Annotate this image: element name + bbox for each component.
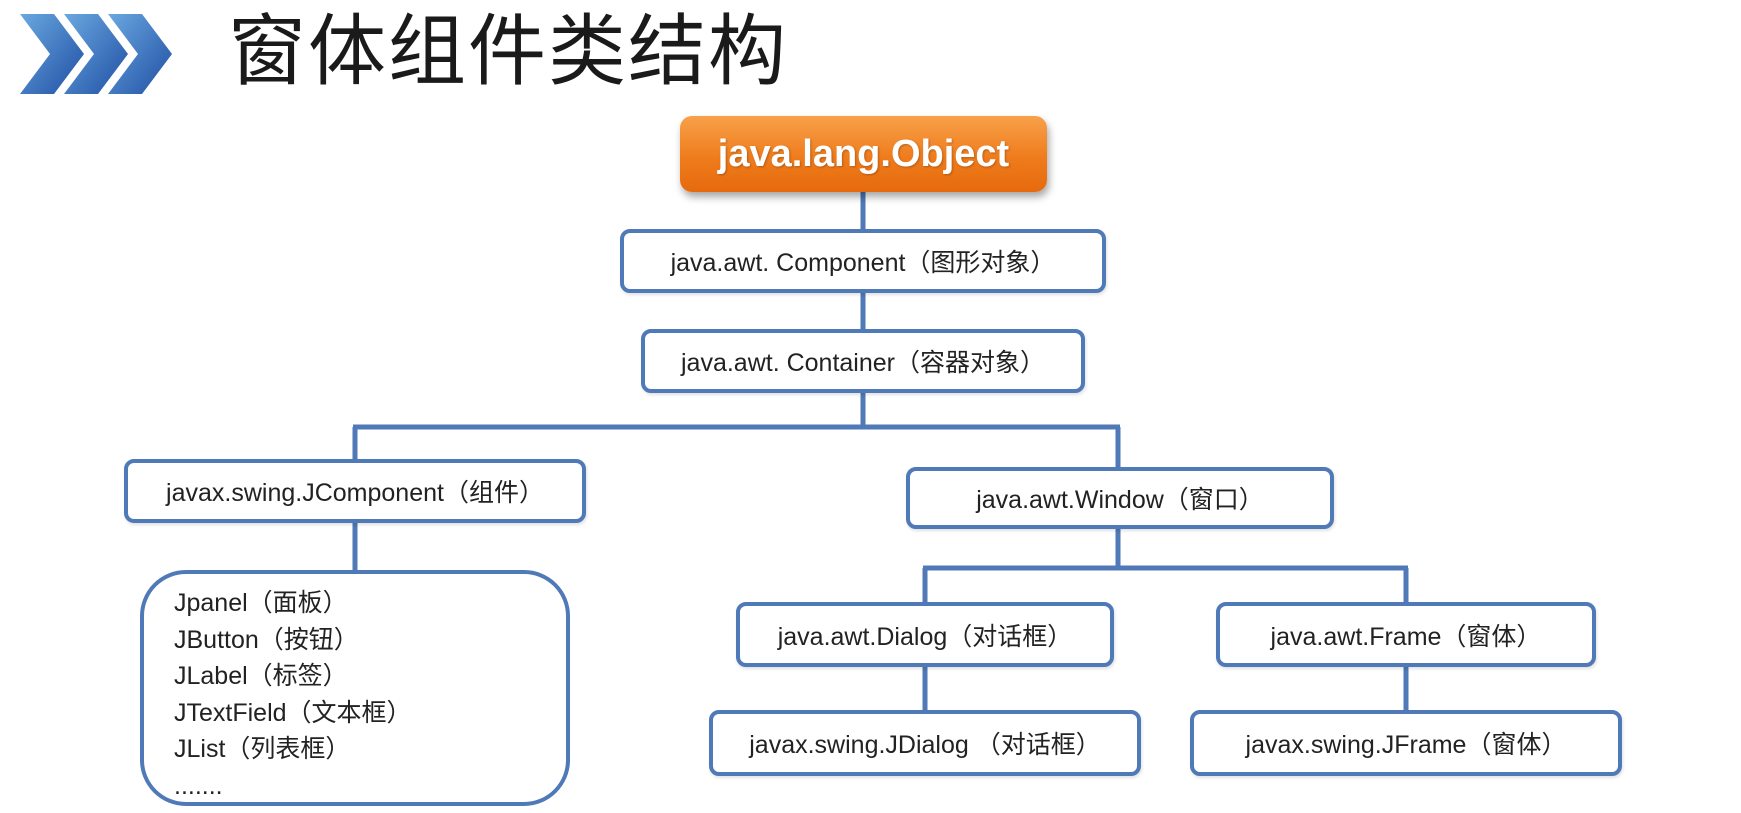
page-title: 窗体组件类结构 xyxy=(228,7,789,97)
node-awt-container: java.awt. Container（容器对象） xyxy=(641,329,1085,393)
node-swing-jcomponent: javax.swing.JComponent（组件） xyxy=(124,459,586,523)
node-awt-dialog: java.awt.Dialog（对话框） xyxy=(736,602,1114,667)
list-item: JButton（按钮） xyxy=(174,625,359,654)
list-item: ....... xyxy=(174,771,223,800)
chevron-arrows-icon xyxy=(20,14,172,94)
list-item: JLabel（标签） xyxy=(174,662,348,690)
list-item: JTextField（文本框） xyxy=(174,698,412,727)
node-swing-jframe: javax.swing.JFrame（窗体） xyxy=(1190,710,1622,776)
node-java-lang-object: java.lang.Object xyxy=(680,116,1047,192)
list-item: Jpanel（面板） xyxy=(174,589,348,617)
node-awt-window: java.awt.Window（窗口） xyxy=(906,467,1334,529)
swing-component-list: Jpanel（面板） JButton（按钮） JLabel（标签） JTextF… xyxy=(140,570,570,806)
node-awt-component: java.awt. Component（图形对象） xyxy=(620,229,1106,293)
node-awt-frame: java.awt.Frame（窗体） xyxy=(1216,602,1596,667)
list-item: JList（列表框） xyxy=(174,735,351,763)
node-swing-jdialog: javax.swing.JDialog （对话框） xyxy=(709,710,1141,776)
